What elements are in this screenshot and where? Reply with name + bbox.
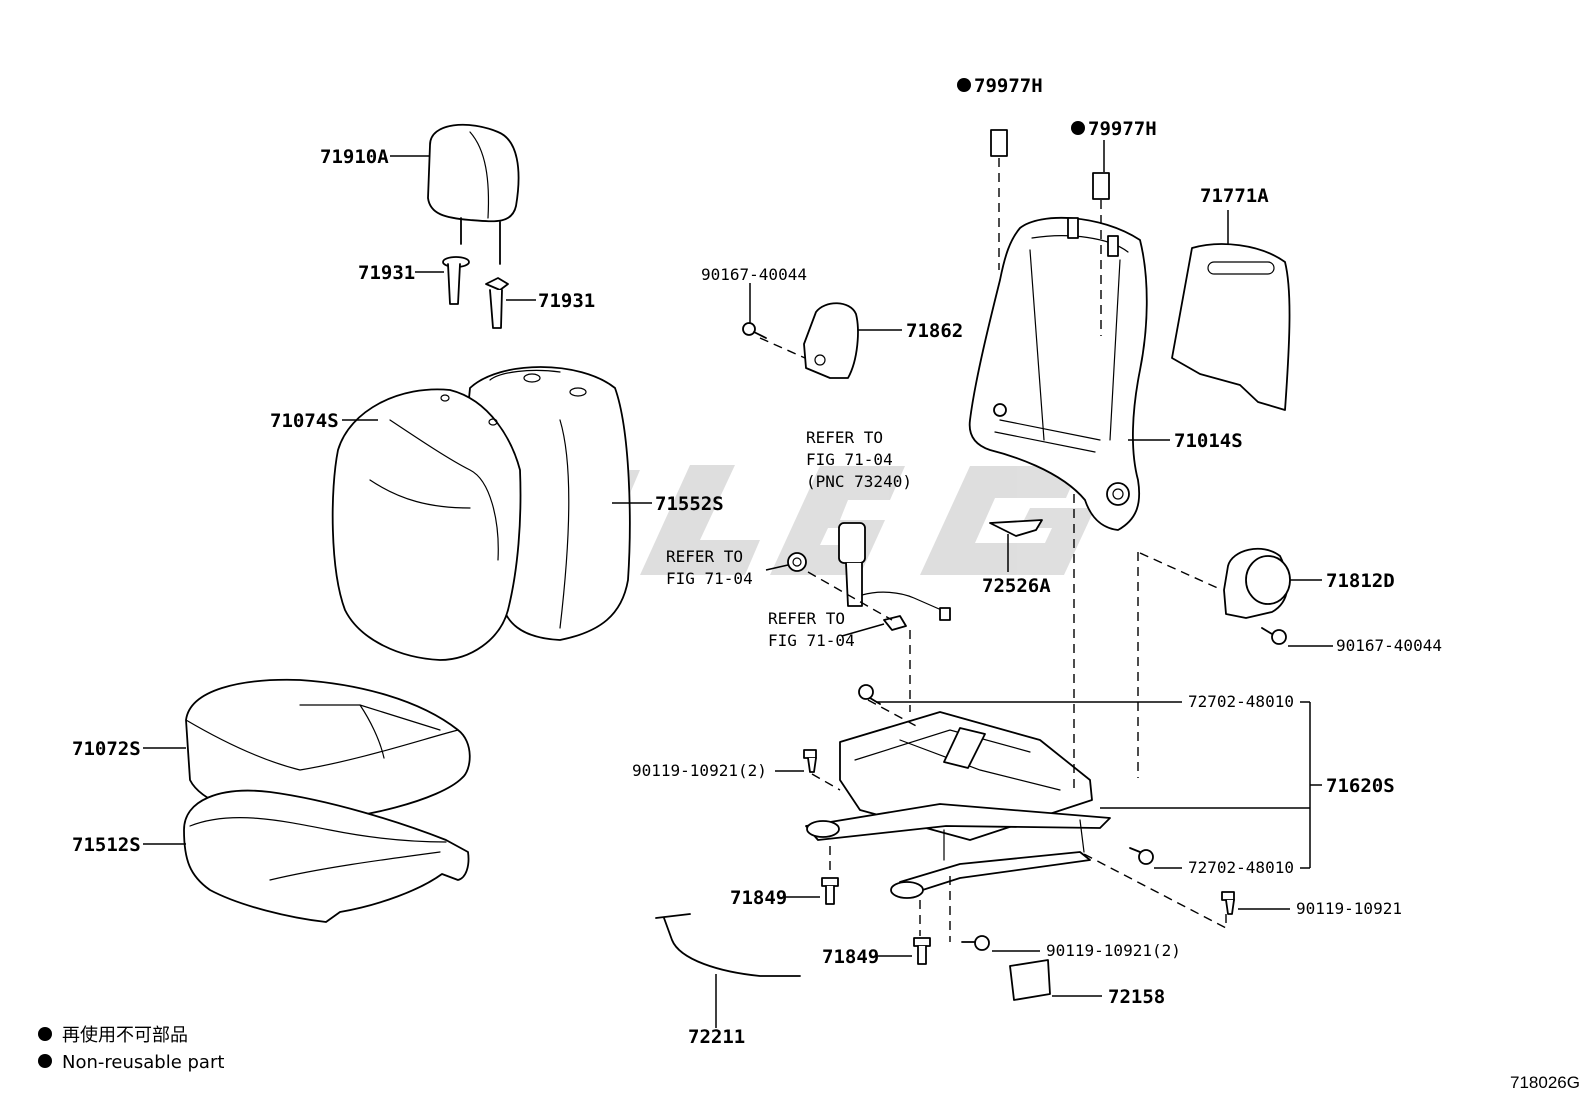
cover-72158 (1009, 959, 1051, 1001)
label-90119-10921: 90119-10921 (1296, 899, 1402, 918)
legend-text-en: Non-reusable part (62, 1052, 224, 1073)
figure-id: 718026G (1510, 1073, 1580, 1092)
label-90119-10921-2-a: 90119-10921(2) (632, 761, 767, 780)
label-plate-b (1092, 172, 1110, 200)
ref-note-pnc-line3: (PNC 73240) (806, 472, 912, 491)
buckle-nut (787, 552, 807, 572)
reclining-cover (803, 302, 859, 379)
screw-71862 (742, 322, 767, 339)
label-71931-b: 71931 (538, 290, 595, 312)
filled-circle-icon (1071, 121, 1085, 135)
label-79977h-b: 79977H (1088, 118, 1157, 140)
ref-note-nut-line1: REFER TO (666, 547, 743, 566)
ref-note-pnc-line1: REFER TO (806, 428, 883, 447)
bolt-71849-a (821, 877, 839, 905)
leader-lines (143, 140, 1333, 1028)
label-71931-a: 71931 (358, 262, 415, 284)
bolt-72702-a (858, 684, 881, 705)
seat-back-cover (331, 388, 522, 661)
reference-notes: REFER TO FIG 71-04 (PNC 73240) REFER TO … (666, 428, 912, 650)
ref-note-nut-line2: FIG 71-04 (666, 569, 753, 588)
headrest-guide-right (485, 277, 509, 329)
label-79977h-a: 79977H (974, 75, 1043, 97)
ref-note-bolt-line2: FIG 71-04 (768, 631, 855, 650)
label-71074s: 71074S (270, 410, 339, 432)
bolt-71849-b (913, 937, 931, 965)
ref-note-pnc-line2: FIG 71-04 (806, 450, 893, 469)
label-71812d: 71812D (1326, 570, 1395, 592)
label-72158: 72158 (1108, 986, 1165, 1008)
label-90119-10921-2-b: 90119-10921(2) (1046, 941, 1181, 960)
legend: 再使用不可部品 Non-reusable part (38, 1025, 224, 1073)
seat-adjuster (805, 711, 1111, 899)
label-71620s: 71620S (1326, 775, 1395, 797)
buckle-bolt (883, 615, 907, 631)
label-plate-a (990, 129, 1008, 157)
label-72526a: 72526A (982, 575, 1051, 597)
label-71014s: 71014S (1174, 430, 1243, 452)
label-71910a: 71910A (320, 146, 389, 168)
ref-note-bolt-line1: REFER TO (768, 609, 845, 628)
filled-circle-icon (38, 1027, 52, 1041)
label-71849-a: 71849 (730, 887, 787, 909)
seat-belt-buckle (838, 522, 951, 621)
headrest (427, 123, 520, 265)
label-71512s: 71512S (72, 834, 141, 856)
filled-circle-icon (38, 1054, 52, 1068)
label-72702-48010-b: 72702-48010 (1188, 858, 1294, 877)
label-90167-40044-a: 90167-40044 (701, 265, 807, 284)
label-71552s: 71552S (655, 493, 724, 515)
seat-back-frame (968, 216, 1148, 531)
bolt-90119 (1221, 891, 1235, 915)
label-71849-b: 71849 (822, 946, 879, 968)
label-72211: 72211 (688, 1026, 745, 1048)
screw-71812D (1261, 627, 1287, 645)
part-labels: 79977H 79977H 71910A 71931 71931 71771A … (72, 75, 1442, 1048)
cover-72526A (989, 519, 1043, 537)
recliner-cover-knob (1223, 547, 1291, 619)
wire-72211 (655, 913, 801, 977)
label-72702-48010-a: 72702-48010 (1188, 692, 1294, 711)
bolt-90119-2b (961, 935, 990, 951)
label-71862: 71862 (906, 320, 963, 342)
seat-back-board (1171, 243, 1291, 411)
seat-cushion-pad (183, 789, 470, 923)
label-71771a: 71771A (1200, 185, 1269, 207)
label-71072s: 71072S (72, 738, 141, 760)
legend-text-jp: 再使用不可部品 (62, 1025, 188, 1046)
filled-circle-icon (957, 78, 971, 92)
headrest-guide-left (442, 256, 470, 305)
label-90167-40044-b: 90167-40044 (1336, 636, 1442, 655)
bolt-90119-2a (803, 749, 817, 773)
assembly-lines (759, 158, 1227, 942)
bolt-72702-b (1129, 847, 1154, 865)
